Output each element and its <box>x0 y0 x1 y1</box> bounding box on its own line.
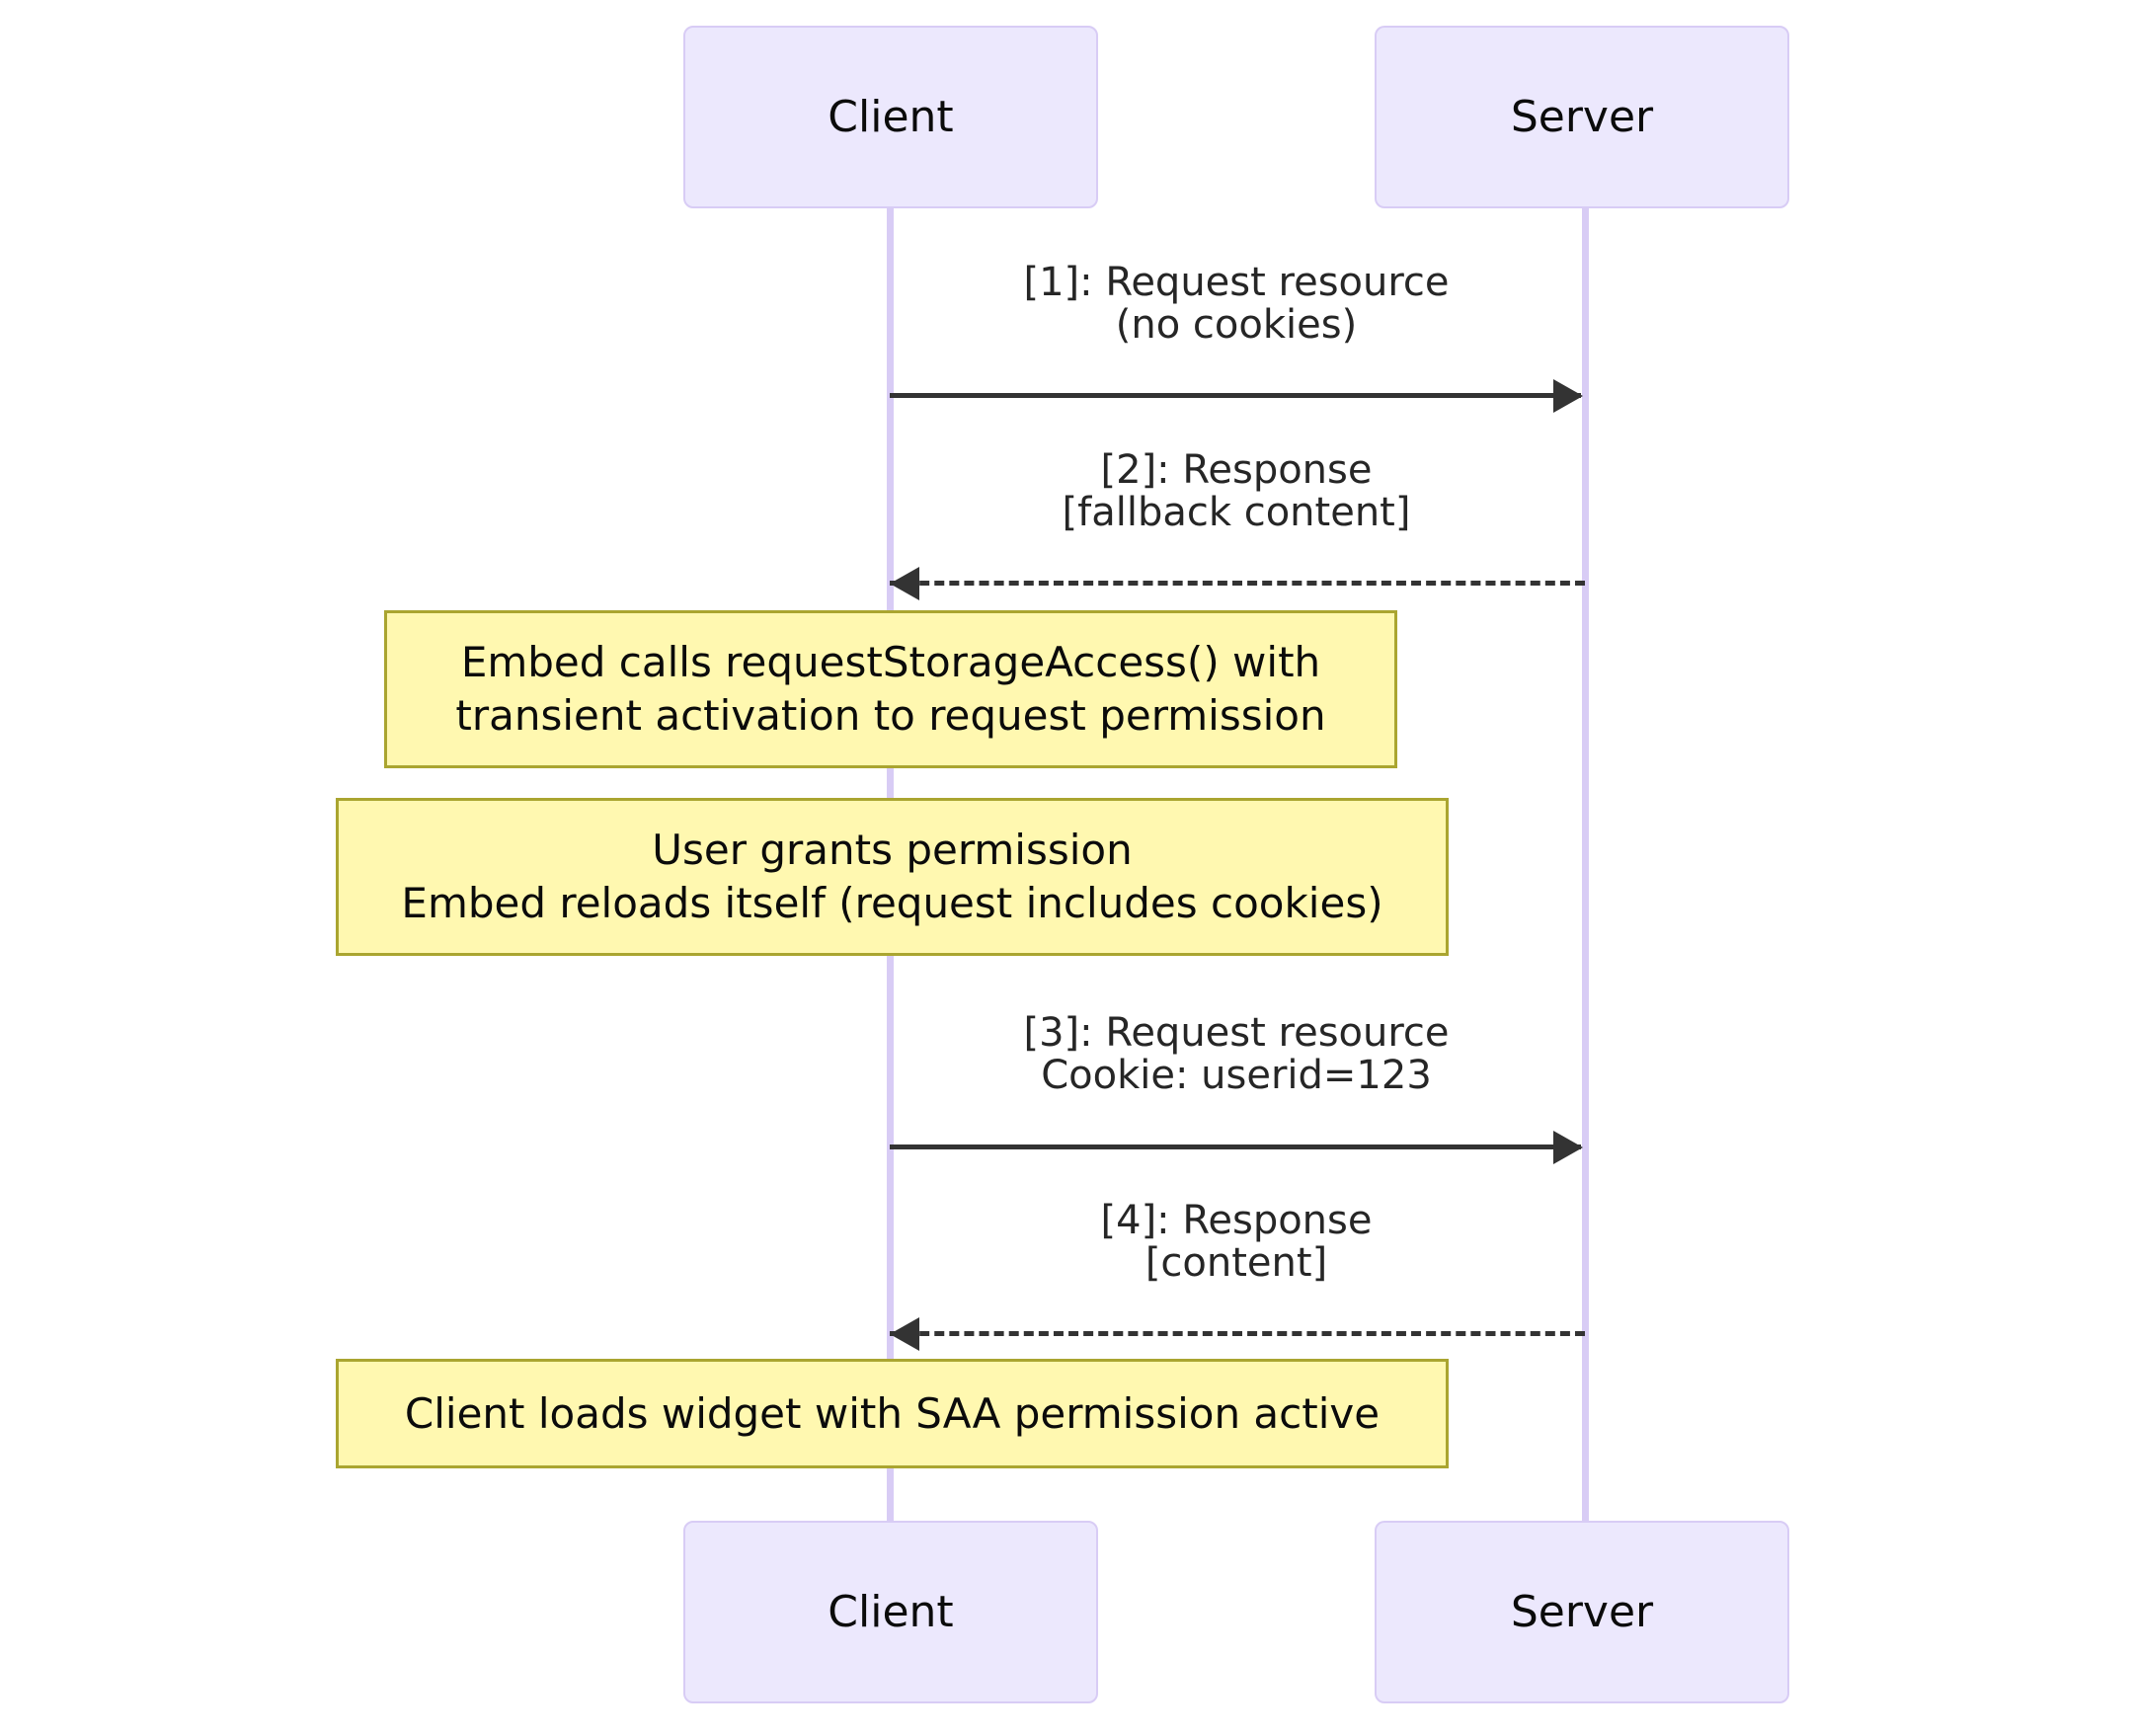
message-3-line <box>890 1144 1581 1149</box>
note-embed-calls-request-storage-access: Embed calls requestStorageAccess() with … <box>384 610 1397 768</box>
note-2-text: User grants permission Embed reloads its… <box>401 826 1383 927</box>
note-client-loads-widget: Client loads widget with SAA permission … <box>336 1359 1449 1468</box>
participant-client-top[interactable]: Client <box>683 26 1098 208</box>
participant-server-bottom-label: Server <box>1510 1586 1654 1637</box>
note-user-grants-permission: User grants permission Embed reloads its… <box>336 798 1449 956</box>
message-3-label: [3]: Request resource Cookie: userid=123 <box>1023 1010 1450 1099</box>
participant-client-bottom[interactable]: Client <box>683 1521 1098 1703</box>
message-1-line <box>890 393 1581 398</box>
note-3-text: Client loads widget with SAA permission … <box>404 1388 1381 1438</box>
note-1-text: Embed calls requestStorageAccess() with … <box>455 638 1326 740</box>
message-3-arrowhead <box>1553 1131 1583 1164</box>
message-1-arrowhead <box>1553 379 1583 413</box>
message-4-arrowhead <box>890 1317 919 1351</box>
participant-server-top[interactable]: Server <box>1375 26 1789 208</box>
message-2-line <box>890 581 1585 586</box>
participant-server-bottom[interactable]: Server <box>1375 1521 1789 1703</box>
message-2-arrowhead <box>890 567 919 600</box>
participant-server-top-label: Server <box>1510 91 1654 142</box>
participant-client-bottom-label: Client <box>828 1586 954 1637</box>
message-4-line <box>890 1331 1585 1336</box>
message-4-label: [4]: Response [content] <box>1100 1198 1373 1287</box>
lifeline-server <box>1582 207 1589 1542</box>
message-1-label: [1]: Request resource (no cookies) <box>1023 260 1450 349</box>
message-2-label: [2]: Response [fallback content] <box>1062 447 1411 536</box>
participant-client-top-label: Client <box>828 91 954 142</box>
